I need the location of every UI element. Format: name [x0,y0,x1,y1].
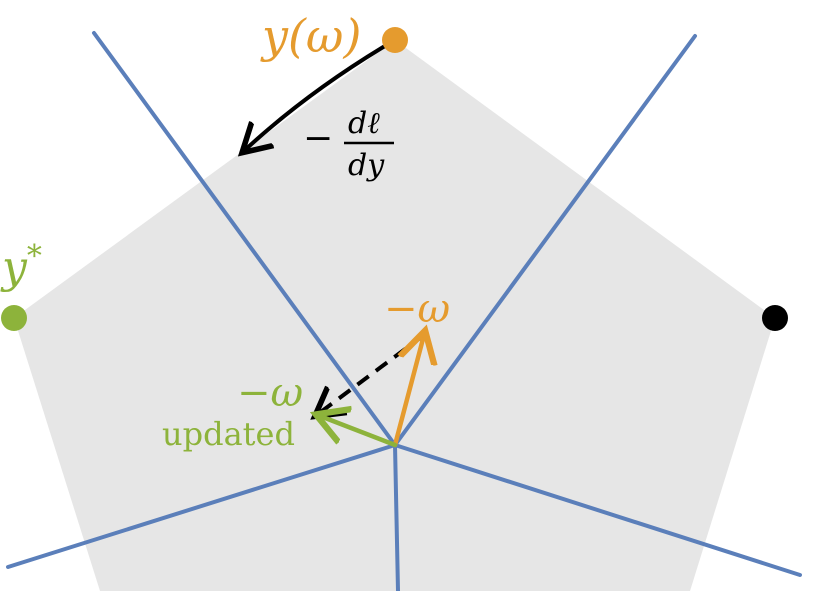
partition-line-upper-right [393,34,697,447]
label-neg-omega-updated-symbol: −ω [237,370,303,416]
partition-line-upper-left [92,31,397,447]
neg-omega-arrow [392,335,424,448]
label-y-omega: y(ω) [260,9,361,63]
gradient-arrow [245,38,397,150]
neg-omega-updated-arrow [320,416,398,448]
svg-text:−: − [303,118,333,159]
partition-line-lower-left [6,443,397,569]
label-neg-omega-updated-word: updated [162,415,295,453]
label-neg-omega: −ω [384,286,450,332]
partition-line-bottom [393,443,400,591]
vertex-y-omega [382,27,408,53]
svg-text:dℓ: dℓ [348,106,380,141]
label-y-star: y* [0,239,42,293]
label-gradient: − dℓ dy [303,106,394,183]
vertex-y-star [1,305,27,331]
vertex-right [762,305,788,331]
partition-line-lower-right [393,443,802,577]
svg-text:dy: dy [348,148,385,183]
partition-lines [6,31,802,591]
polytope-pentagon [14,40,775,591]
